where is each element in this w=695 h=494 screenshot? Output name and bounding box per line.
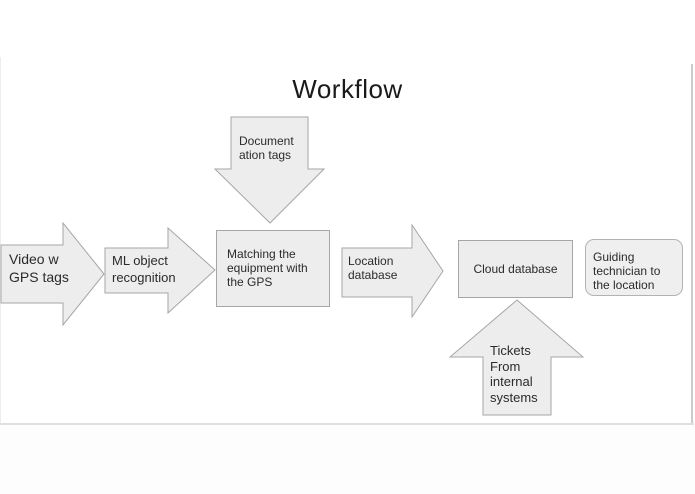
node-video-gps-tags[interactable] — [0, 222, 105, 326]
canvas-right-edge — [691, 64, 693, 424]
arrow-right-shape — [0, 222, 105, 326]
arrow-up-shape — [449, 299, 584, 416]
node-label: Tickets From internal systems — [490, 343, 538, 405]
canvas-left-edge — [0, 57, 1, 423]
node-guiding-technician[interactable] — [585, 239, 683, 296]
canvas-bottom-edge — [0, 423, 694, 425]
node-location-database[interactable] — [341, 224, 444, 318]
node-label: Matching the equipment with the GPS — [227, 247, 308, 289]
node-matching-equipment[interactable] — [216, 230, 330, 307]
node-label: Document ation tags — [239, 134, 294, 162]
arrow-right-shape — [104, 227, 216, 314]
page-title: Workflow — [292, 74, 403, 104]
node-ml-object-recognition[interactable] — [104, 227, 216, 314]
node-label: Cloud database — [473, 262, 558, 276]
node-tickets-internal[interactable] — [449, 299, 584, 416]
node-label: Location database — [348, 254, 398, 282]
node-cloud-database[interactable] — [458, 240, 573, 298]
node-documentation-tags[interactable] — [214, 116, 325, 224]
node-label: ML object recognition — [112, 253, 176, 285]
arrow-right-shape — [341, 224, 444, 318]
arrow-down-shape — [214, 116, 325, 224]
node-label: Video w GPS tags — [9, 251, 69, 285]
offpage-area — [0, 425, 695, 494]
node-label: Guiding technician to the location — [593, 250, 661, 292]
